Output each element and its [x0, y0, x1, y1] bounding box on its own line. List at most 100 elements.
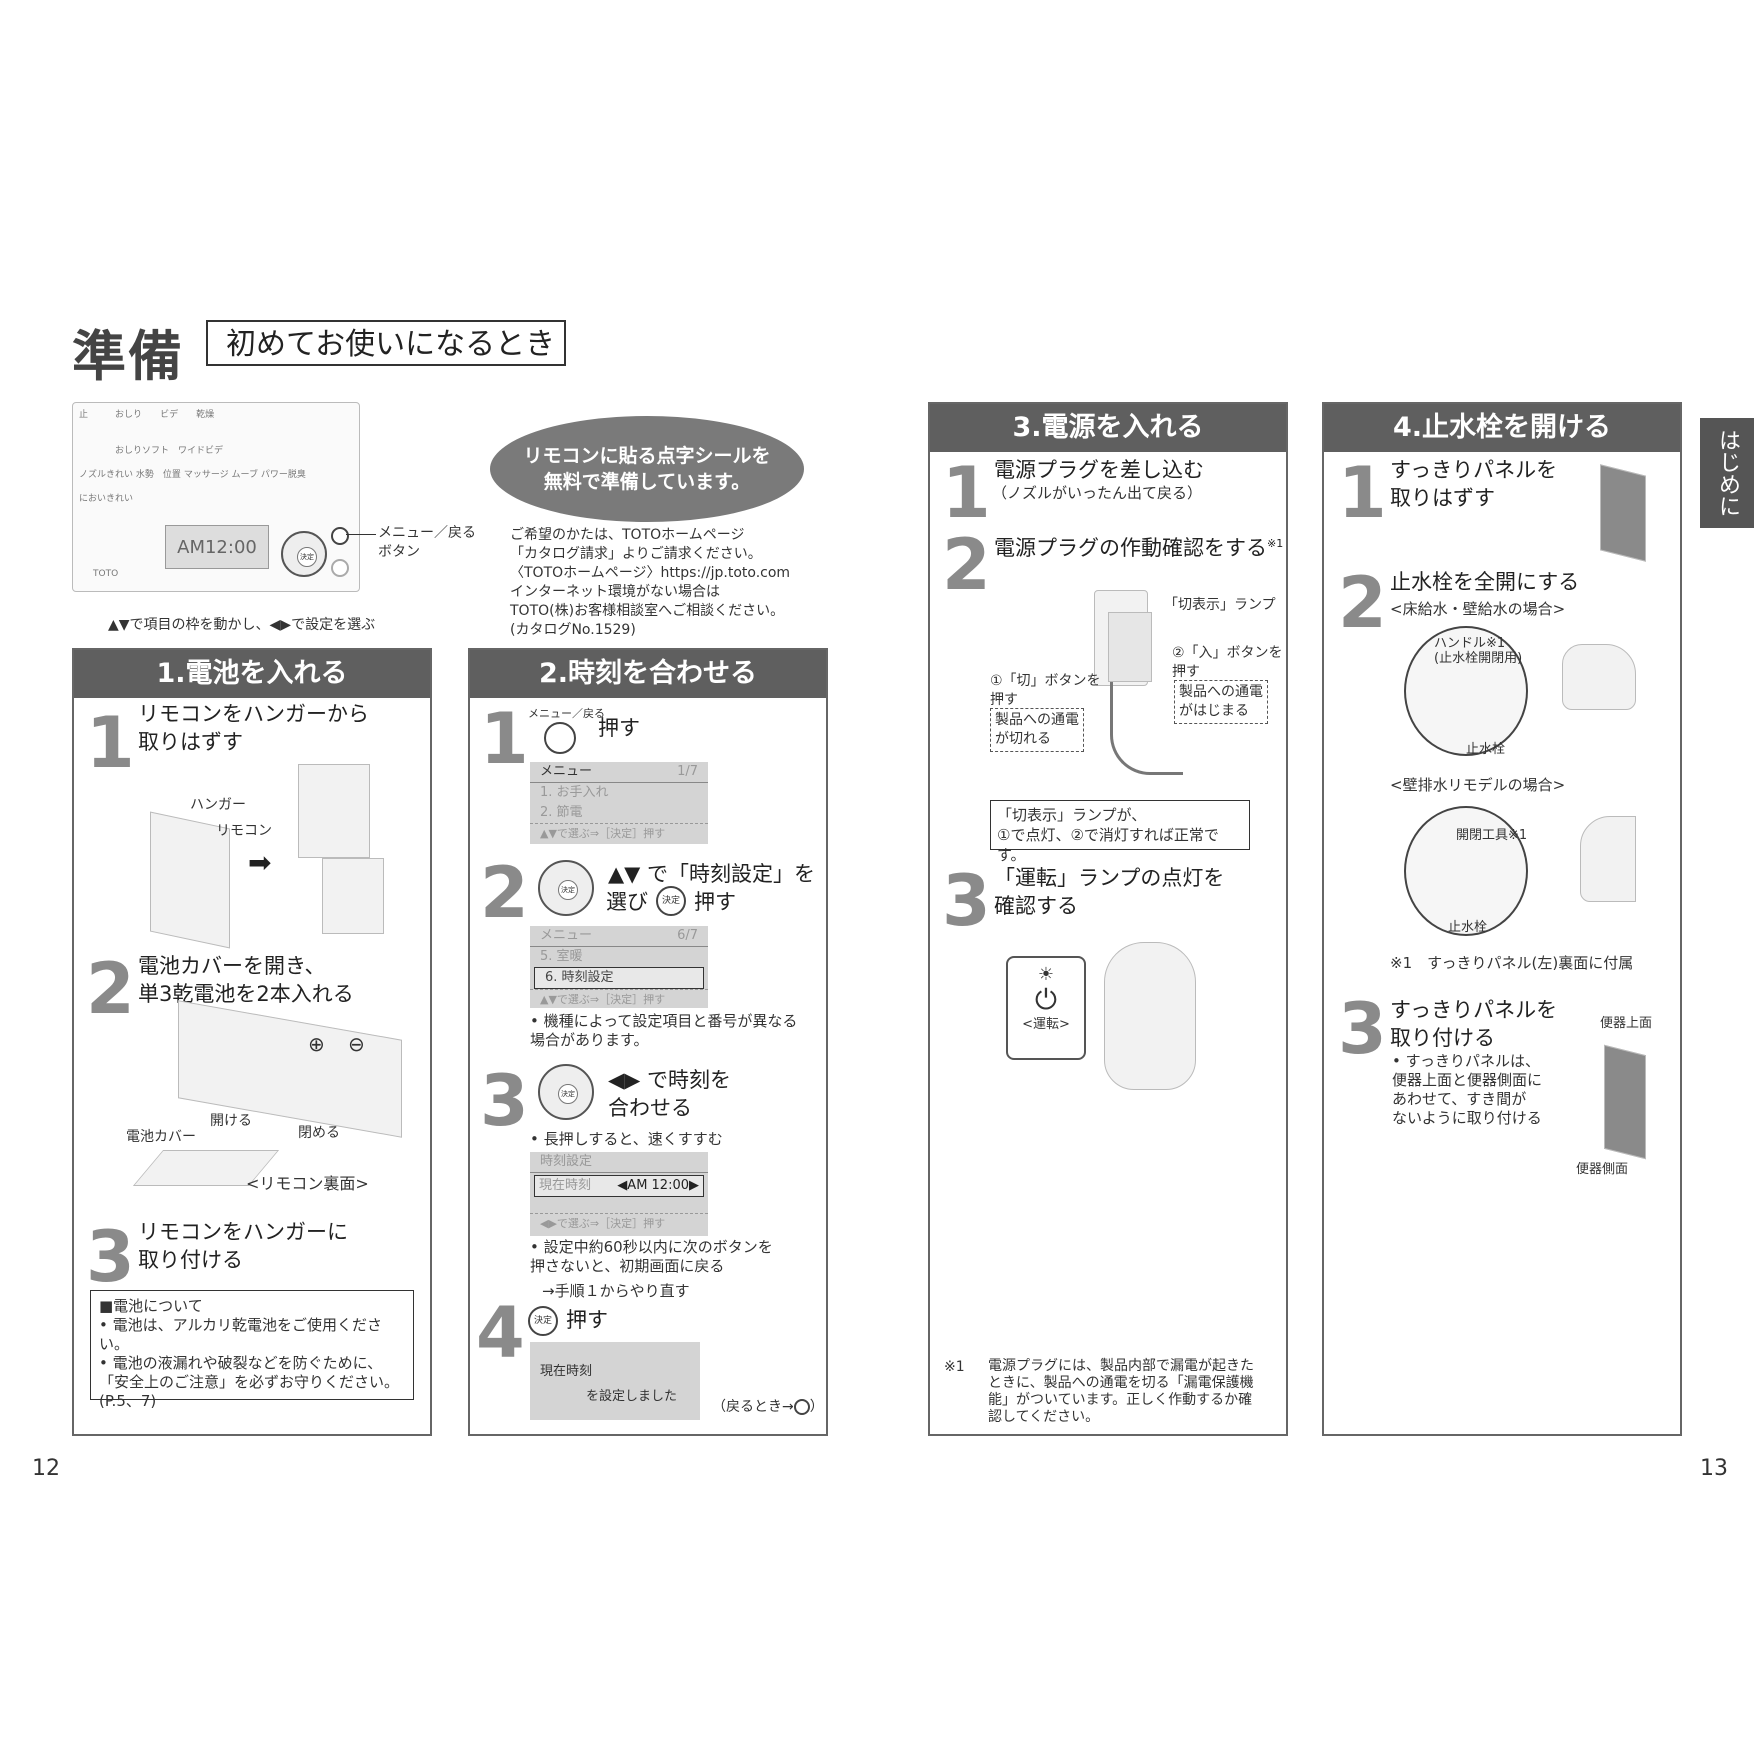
panel-attach-illustration: [1604, 1044, 1646, 1160]
toilet-top-label: 便器上面: [1600, 1016, 1653, 1031]
power-icon: ⏻: [1034, 983, 1058, 1016]
sec4-step2-sub2: <壁排水リモデルの場合>: [1390, 776, 1566, 794]
remote-illustration: 止 おしり ビデ 乾燥 おしりソフト ワイドビデ ノズルきれい 水勢 位置 マッ…: [72, 402, 360, 592]
lcd-head: 時刻設定: [530, 1152, 708, 1173]
braille-bubble: リモコンに貼る点字シールを 無料で準備しています。: [490, 416, 804, 522]
callout-line: [346, 534, 376, 535]
sec3-step1-sub: （ノズルがいったん出て戻る）: [992, 484, 1203, 502]
light-icon: ☀: [1037, 964, 1055, 985]
lcd-time-setting: 時刻設定 現在時刻 ◀AM 12:00▶ ◀▶で選ぶ⇒［決定］押す: [530, 1152, 708, 1236]
remote-brand: TOTO: [93, 569, 119, 579]
sec4-step1-text: すっきりパネルを 取りはずす: [1390, 458, 1558, 510]
section-tab[interactable]: はじめに: [1700, 418, 1754, 528]
cover-label: 電池カバー: [126, 1129, 196, 1145]
sec4-step2-sub: <床給水・壁給水の場合>: [1390, 600, 1566, 618]
enter-button[interactable]: 決定: [297, 547, 317, 567]
stopcock-label-2: 止水栓: [1448, 920, 1488, 935]
sec1-step3-text: リモコンをハンガーに 取り付ける: [138, 1220, 348, 1272]
remote-dpad[interactable]: 決定: [281, 531, 327, 577]
sec4-step3-text: すっきりパネルを 取り付ける: [1390, 998, 1558, 1050]
remote-power-button[interactable]: [331, 559, 349, 577]
step-number: 3: [480, 1060, 529, 1142]
panel-clock: 2.時刻を合わせる: [468, 648, 828, 1436]
lcd-head: メニュー: [540, 928, 593, 943]
sec1-step1-text: リモコンをハンガーから 取りはずす: [138, 702, 369, 754]
sec2-step2-line3: 押す: [694, 890, 736, 914]
menu-button-icon: [793, 1399, 810, 1415]
lcd-foot: ◀▶で選ぶ⇒［決定］押す: [530, 1213, 708, 1234]
sec2-step4-text: 押す: [566, 1308, 608, 1332]
stopcock-zoom-illustration-2: [1404, 806, 1528, 936]
lcd-row: 1. お手入れ: [540, 785, 609, 800]
sec4-step3-note: • すっきりパネルは、 便器上面と便器側面に あわせて、すき間が ないように取り…: [1392, 1052, 1543, 1127]
sec2-step3-line2: 合わせる: [608, 1096, 692, 1120]
hanger-label: ハンガー: [190, 797, 246, 813]
off-button-label: ①「切」ボタンを 押す: [990, 673, 1101, 708]
remote-caption: ▲▼で項目の枠を動かし、◀▶で設定を選ぶ: [108, 617, 376, 633]
remote-time: AM12:00: [177, 537, 257, 558]
page-number-right: 13: [1700, 1456, 1728, 1481]
menu-button-label: メニュー／戻る: [528, 707, 605, 720]
power-plug-illustration: [1108, 612, 1152, 682]
step-number: 2: [86, 948, 135, 1030]
page-number-left: 12: [32, 1456, 60, 1481]
lcd-row: 2. 節電: [540, 805, 583, 820]
sec2-step1-text: 押す: [598, 716, 640, 740]
step-number: 3: [1338, 988, 1387, 1070]
close-label: 閉める: [298, 1125, 340, 1141]
on-button-label: ②「入」ボタンを 押す: [1172, 645, 1283, 680]
remote-button-labels: 止 おしり ビデ 乾燥 おしりソフト ワイドビデ ノズルきれい 水勢 位置 マッ…: [79, 410, 306, 504]
battery-note-1: • 電池は、アルカリ乾電池をご使用ください。: [99, 1316, 383, 1353]
footnote-mark: ※1: [1267, 537, 1284, 550]
remote-back-illustration: [298, 764, 370, 858]
page-subtitle: 初めてお使いになるとき: [206, 320, 566, 366]
step-number: 1: [86, 702, 135, 784]
lcd-row-selected: 6. 時刻設定: [534, 967, 704, 989]
panel-clock-title: 2.時刻を合わせる: [470, 650, 826, 698]
lcd-menu-6: メニュー 6/7 5. 室暖 6. 時刻設定 ▲▼で選ぶ⇒［決定］押す: [530, 926, 708, 1008]
dpad-icon[interactable]: 決定: [538, 860, 594, 916]
lcd-time-value: ◀AM 12:00▶: [617, 1178, 699, 1193]
step-number: 1: [480, 698, 529, 780]
handle-label: ハンドル※1 (止水栓開閉用): [1434, 636, 1523, 666]
battery-note-2: • 電池の液漏れや破裂などを防ぐために、 「安全上のご注意」を必ずお守りください…: [99, 1354, 400, 1410]
enter-button[interactable]: 決定: [656, 886, 686, 916]
panel-stopcock-title: 4.止水栓を開ける: [1324, 404, 1680, 452]
toilet-wall-illustration: [1580, 816, 1636, 902]
step-number: 1: [1338, 452, 1387, 534]
on-note: 製品への通電 がはじまる: [1174, 680, 1268, 724]
sec2-step3-note2: • 設定中約60秒以内に次のボタンを 押さないと、初期画面に戻る: [530, 1238, 773, 1275]
step-number: 4: [476, 1292, 525, 1374]
lcd-head: メニュー: [540, 764, 593, 779]
remote-menu-button[interactable]: [331, 527, 349, 545]
power-cord-illustration: [1110, 682, 1183, 775]
power-footnote: 電源プラグには、製品内部で漏電が起きた ときに、製品への通電を切る「漏電保護機 …: [988, 1358, 1254, 1425]
sec3-step1-text: 電源プラグを差し込む: [994, 458, 1204, 482]
lcd-label: 現在時刻: [539, 1178, 592, 1193]
lcd-menu-1: メニュー 1/7 1. お手入れ 2. 節電 ▲▼で選ぶ⇒［決定］押す: [530, 762, 708, 844]
panel-stopcock: 4.止水栓を開ける: [1322, 402, 1682, 1436]
toilet-side-label: 便器側面: [1576, 1162, 1629, 1177]
enter-button[interactable]: 決定: [558, 1084, 578, 1104]
sec3-step3-text: 「運転」ランプの点灯を 確認する: [994, 866, 1225, 918]
enter-button[interactable]: 決定: [558, 880, 578, 900]
lcd-page: 6/7: [677, 928, 698, 943]
battery-note-title: ■電池について: [99, 1297, 203, 1315]
accessory-note: ※1 すっきりパネル(左)裏面に付属: [1390, 954, 1634, 972]
remocon-label: リモコン: [216, 823, 272, 839]
hanger-only-illustration: [322, 858, 384, 934]
menu-button-callout: メニュー／戻る ボタン: [378, 525, 476, 560]
stopcock-label: 止水栓: [1466, 742, 1506, 757]
battery-note-box: ■電池について • 電池は、アルカリ乾電池をご使用ください。 • 電池の液漏れや…: [90, 1290, 414, 1410]
enter-button[interactable]: 決定: [528, 1306, 558, 1336]
page-title: 準備: [72, 325, 184, 388]
step-number: 3: [942, 860, 991, 942]
menu-button[interactable]: [544, 722, 576, 754]
dpad-icon[interactable]: 決定: [538, 1064, 594, 1120]
panel-power: 3.電源を入れる: [928, 402, 1288, 1436]
sec2-step3-note3: →手順１からやり直す: [542, 1282, 690, 1300]
lamp-label: 「切表示」ランプ: [1164, 597, 1276, 613]
minus-icon: ⊖: [348, 1032, 365, 1056]
back-label: <リモコン裏面>: [246, 1174, 369, 1193]
lcd-page: 1/7: [677, 764, 698, 779]
